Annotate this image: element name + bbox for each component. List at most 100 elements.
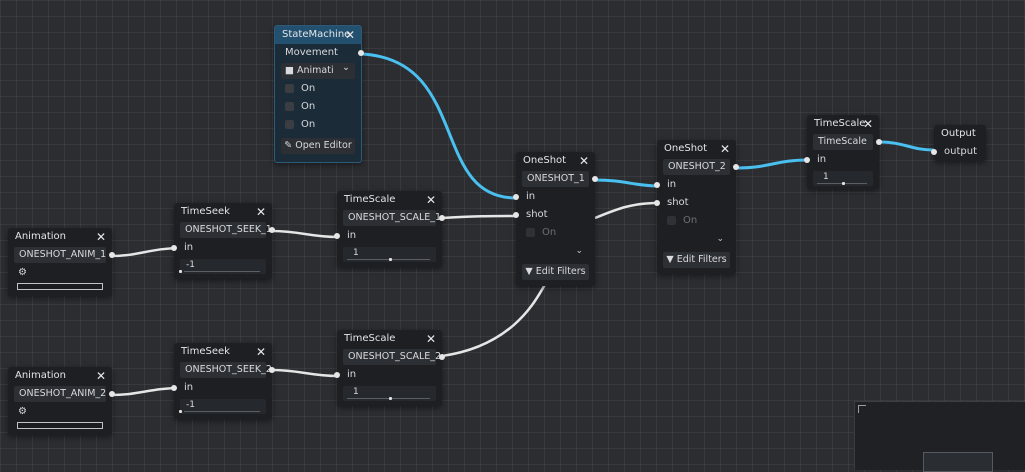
close-icon[interactable]: ✕ <box>719 142 730 156</box>
spin-value: -1 <box>186 400 195 410</box>
input-port[interactable] <box>654 182 660 188</box>
animation-node[interactable]: Animation✕ ONESHOT_ANIM_1 ⚙ <box>8 228 115 296</box>
spin-knob[interactable] <box>179 410 182 413</box>
output-node[interactable]: Output output <box>931 125 986 161</box>
scale-spinbox[interactable]: 1 <box>343 386 436 401</box>
animation-name-field[interactable]: ONESHOT_ANIM_2 <box>14 386 106 402</box>
output-port[interactable] <box>876 139 882 145</box>
close-icon[interactable]: ✕ <box>578 154 589 168</box>
oneshot-node[interactable]: OneShot✕ ONESHOT_2 in shot On ⌄ ▼ Edit F… <box>654 140 739 274</box>
scale-spinbox[interactable]: 1 <box>343 247 436 262</box>
node-title[interactable]: OneShot✕ <box>664 142 730 156</box>
node-name-field[interactable]: ONESHOT_2 <box>663 159 730 175</box>
spin-knob[interactable] <box>179 270 182 273</box>
node-row: 1 <box>807 169 879 187</box>
output-port[interactable] <box>439 215 445 221</box>
node-name-field[interactable]: ONESHOT_SCALE_2 <box>343 349 441 365</box>
edit-filters-button[interactable]: ▼ Edit Filters <box>663 252 730 268</box>
node-row: 1 <box>337 245 442 263</box>
minimap-resize-handle[interactable] <box>858 405 866 413</box>
node-row: On <box>275 80 361 98</box>
oneshot-node[interactable]: OneShot✕ ONESHOT_1 in shot On ⌄ ▼ Edit F… <box>513 152 598 286</box>
close-icon[interactable]: ✕ <box>425 193 436 207</box>
output-port[interactable] <box>592 176 598 182</box>
close-icon[interactable]: ✕ <box>862 117 873 131</box>
close-icon[interactable]: ✕ <box>255 345 266 359</box>
timescale-node[interactable]: TimeScale✕ TimeScale in 1 <box>804 115 882 189</box>
animation-player-icon: ⚙ <box>18 267 27 278</box>
output-port[interactable] <box>109 391 115 397</box>
output-port[interactable] <box>733 164 739 170</box>
animation-node[interactable]: Animation✕ ONESHOT_ANIM_2 ⚙ <box>8 367 115 435</box>
close-icon[interactable]: ✕ <box>425 332 436 346</box>
node-name-field[interactable]: TimeScale <box>813 134 873 150</box>
open-editor-button[interactable]: ✎ Open Editor <box>281 138 355 154</box>
node-name-field[interactable]: ONESHOT_SEEK_2 <box>180 362 272 378</box>
node-row: in <box>804 151 879 169</box>
chevron-down-icon[interactable]: ⌄ <box>575 246 583 256</box>
node-row: ONESHOT_SCALE_1 <box>337 209 445 227</box>
close-icon[interactable]: ✕ <box>255 205 266 219</box>
output-port[interactable] <box>269 227 275 233</box>
seek-spinbox[interactable]: -1 <box>179 399 266 414</box>
input-port[interactable] <box>334 372 340 378</box>
timeseek-node[interactable]: TimeSeek✕ ONESHOT_SEEK_1 in -1 <box>171 203 275 279</box>
seek-spinbox[interactable]: -1 <box>179 259 266 274</box>
close-icon[interactable]: ✕ <box>95 369 106 383</box>
minimap[interactable] <box>854 401 1025 472</box>
checkbox[interactable] <box>667 216 676 225</box>
node-title[interactable]: TimeSeek✕ <box>181 205 266 219</box>
timescale-node[interactable]: TimeScale✕ ONESHOT_SCALE_1 in 1 <box>334 191 445 267</box>
output-port[interactable] <box>109 252 115 258</box>
node-name-field[interactable]: ONESHOT_SEEK_1 <box>180 222 272 238</box>
shot-input-port[interactable] <box>513 212 519 218</box>
output-port[interactable] <box>439 354 445 360</box>
node-title[interactable]: Animation✕ <box>15 369 106 383</box>
node-title[interactable]: TimeScale✕ <box>814 117 873 131</box>
node-title[interactable]: Animation✕ <box>15 230 106 244</box>
node-title[interactable]: OneShot✕ <box>523 154 589 168</box>
shot-input-port[interactable] <box>654 200 660 206</box>
close-icon[interactable]: ✕ <box>344 28 355 42</box>
edit-filters-button[interactable]: ▼ Edit Filters <box>522 264 589 280</box>
port-label: in <box>184 382 194 393</box>
minimap-viewport[interactable] <box>923 452 993 472</box>
spin-knob[interactable] <box>388 258 392 261</box>
node-row: in <box>513 188 595 206</box>
scale-spinbox[interactable]: 1 <box>813 171 873 186</box>
node-title[interactable]: Output <box>941 128 976 139</box>
checkbox[interactable] <box>285 102 294 111</box>
node-row: ⌄ <box>657 230 736 248</box>
input-port[interactable] <box>931 149 937 155</box>
node-title[interactable]: TimeScale✕ <box>344 332 436 346</box>
spin-knob[interactable] <box>388 397 392 400</box>
checkbox[interactable] <box>526 228 535 237</box>
output-port[interactable] <box>358 50 364 56</box>
checkbox[interactable] <box>285 120 294 129</box>
animation-name-field[interactable]: ONESHOT_ANIM_1 <box>14 247 106 263</box>
output-port[interactable] <box>269 367 275 373</box>
timeseek-node[interactable]: TimeSeek✕ ONESHOT_SEEK_2 in -1 <box>171 343 275 419</box>
node-row: 1 <box>337 384 442 402</box>
node-name-field[interactable]: ONESHOT_SCALE_1 <box>343 210 441 226</box>
node-title[interactable]: TimeSeek✕ <box>181 345 266 359</box>
node-title[interactable]: TimeScale✕ <box>344 193 436 207</box>
close-icon[interactable]: ✕ <box>95 230 106 244</box>
chevron-down-icon[interactable]: ⌄ <box>716 234 724 244</box>
node-title[interactable]: StateMachine✕ <box>275 26 361 44</box>
progress-bar <box>17 283 103 290</box>
statemachine-node[interactable]: StateMachine✕ Movement ■ Animati⌄ On On … <box>274 25 364 163</box>
input-port[interactable] <box>513 194 519 200</box>
port-label: in <box>347 369 357 380</box>
timescale-node[interactable]: TimeScale✕ ONESHOT_SCALE_2 in 1 <box>334 330 445 406</box>
input-port[interactable] <box>334 233 340 239</box>
port-label: in <box>347 230 357 241</box>
node-row: ONESHOT_SCALE_2 <box>337 348 445 366</box>
node-name-field[interactable]: ONESHOT_1 <box>522 171 589 187</box>
animation-dropdown[interactable]: ■ Animati⌄ <box>281 62 355 79</box>
input-port[interactable] <box>171 245 177 251</box>
input-port[interactable] <box>171 385 177 391</box>
spin-knob[interactable] <box>842 182 845 185</box>
input-port[interactable] <box>804 157 810 163</box>
checkbox[interactable] <box>285 84 294 93</box>
